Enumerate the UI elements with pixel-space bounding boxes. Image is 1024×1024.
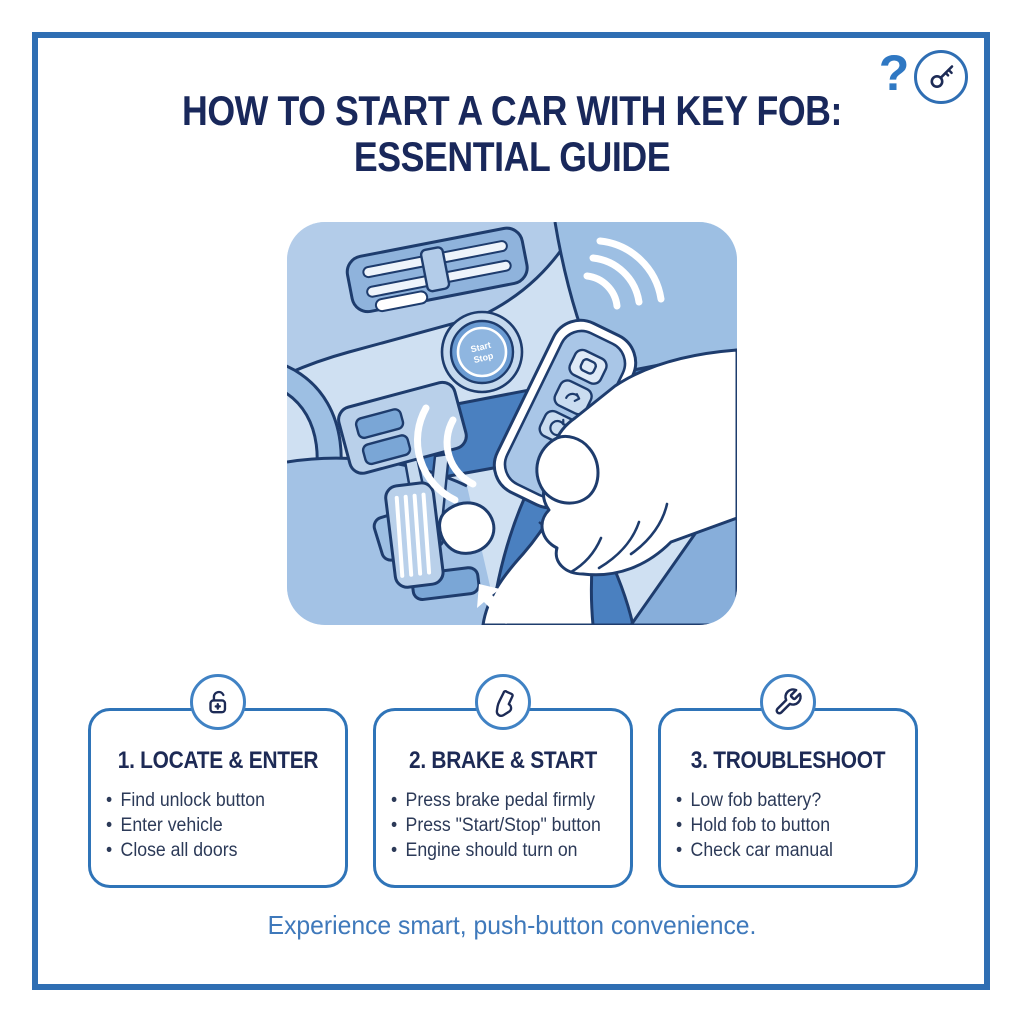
question-mark-icon: ? (878, 45, 910, 101)
bullet-item: Hold fob to button (676, 813, 895, 838)
svg-text:Stop: Stop (473, 350, 495, 365)
step-card-locate-enter: 1. LOCATE & ENTER Find unlock button Ent… (88, 674, 348, 888)
tagline: Experience smart, push-button convenienc… (267, 910, 757, 940)
direction-arrow-icon (477, 584, 515, 624)
step-title: 3. TROUBLESHOOT (690, 747, 886, 774)
wrench-icon (760, 674, 816, 730)
dash-button-panel (337, 380, 468, 475)
step-title: 2. BRAKE & START (408, 747, 598, 774)
signal-waves-icon (413, 237, 665, 504)
bullet-item: Close all doors (106, 838, 325, 863)
step-card-troubleshoot: 3. TROUBLESHOOT Low fob battery? Hold fo… (658, 674, 918, 888)
bullet-item: Press "Start/Stop" button (391, 813, 610, 838)
step-card-brake-start: 2. BRAKE & START Press brake pedal firml… (373, 674, 633, 888)
step-bullets: Find unlock button Enter vehicle Close a… (91, 788, 345, 863)
svg-text:Start: Start (470, 340, 492, 355)
step-title: 1. LOCATE & ENTER (117, 747, 319, 774)
bullet-item: Press brake pedal firmly (391, 788, 610, 813)
step-bullets: Press brake pedal firmly Press "Start/St… (376, 788, 630, 863)
accelerator-pedal (384, 452, 481, 601)
page-title-line2: ESSENTIAL GUIDE (353, 133, 671, 180)
key-fob (492, 318, 638, 510)
bullet-item: Check car manual (676, 838, 895, 863)
keyfob-start-illustration: Start Stop (287, 222, 737, 625)
page-title: HOW TO START A CAR WITH KEY FOB: ESSENTI… (77, 88, 947, 180)
bullet-item: Find unlock button (106, 788, 325, 813)
unlock-icon (190, 674, 246, 730)
key-icon (914, 50, 968, 104)
start-stop-button: Start Stop (440, 310, 524, 394)
bullet-item: Engine should turn on (391, 838, 610, 863)
foot-icon (475, 674, 531, 730)
bullet-item: Enter vehicle (106, 813, 325, 838)
step-bullets: Low fob battery? Hold fob to button Chec… (661, 788, 915, 863)
bullet-item: Low fob battery? (676, 788, 895, 813)
hand (535, 348, 737, 577)
page-title-line1: HOW TO START A CAR WITH KEY FOB: (181, 87, 843, 134)
air-vent (345, 226, 529, 314)
